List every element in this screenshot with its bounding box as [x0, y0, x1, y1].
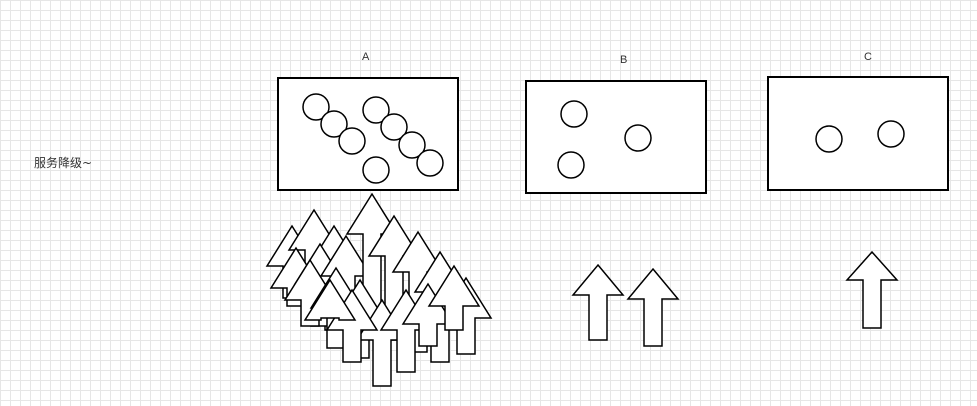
request-arrow-icon	[325, 288, 379, 363]
instance-circle	[362, 156, 390, 184]
request-arrow-icon	[303, 278, 357, 321]
instance-circle	[416, 149, 444, 177]
request-arrow-icon	[427, 264, 481, 331]
instance-circle	[624, 124, 652, 152]
server-c-box	[767, 76, 949, 191]
server-c-label: C	[864, 51, 872, 63]
instance-circle	[398, 131, 426, 159]
server-b-label: B	[620, 54, 628, 66]
instance-circle	[302, 93, 330, 121]
instance-circle	[320, 110, 348, 138]
request-arrow-icon	[626, 267, 680, 347]
diagram-note: 服务降级~	[34, 156, 93, 170]
instance-circle	[877, 120, 905, 148]
instance-circle	[560, 100, 588, 128]
server-b-box	[525, 80, 707, 194]
instance-circle	[338, 127, 366, 155]
instance-circle	[362, 96, 390, 124]
instance-circle	[380, 113, 408, 141]
request-arrow-icon	[571, 263, 625, 341]
server-a-label: A	[362, 51, 370, 63]
request-arrow-icon	[845, 250, 899, 329]
instance-circle	[815, 125, 843, 153]
instance-circle	[557, 151, 585, 179]
